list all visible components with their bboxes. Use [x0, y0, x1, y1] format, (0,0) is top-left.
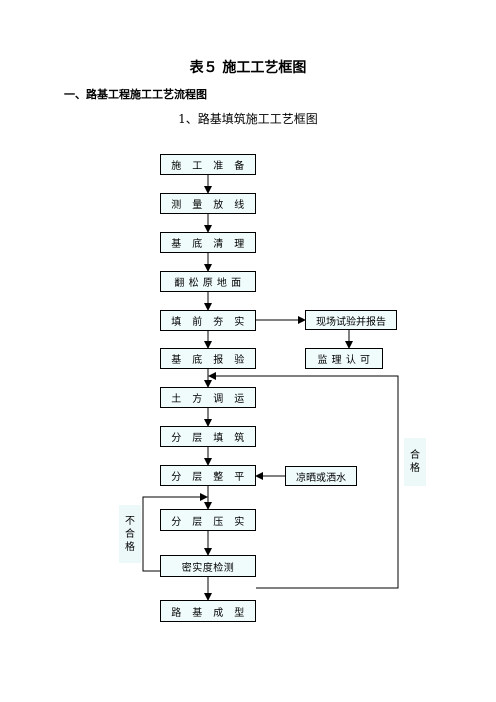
step-prepare: 施 工 准 备: [160, 154, 256, 175]
box-supervisor-approval: 监 理 认 可: [305, 348, 383, 369]
step-loosen-ground: 翻 松 原 地 面: [160, 271, 256, 292]
step-subgrade-formed: 路 基 成 型: [160, 600, 256, 622]
label-fail-char-3: 格: [125, 541, 135, 553]
step-pre-compact: 填 前 夯 实: [160, 310, 256, 331]
diagram-subtitle: 1、路基填筑施工工艺框图: [178, 112, 318, 126]
step-base-clear: 基 底 清 理: [160, 232, 256, 253]
label-pass: 合 格: [404, 438, 426, 486]
loop-fail: [142, 493, 208, 572]
box-test-report: 现场试验并报告: [305, 310, 397, 330]
step-layer-fill: 分 层 填 筑: [160, 426, 256, 447]
label-pass-char-1: 合: [410, 450, 420, 461]
section-heading: 一、路基工程施工工艺流程图: [64, 88, 207, 101]
step-layer-compact: 分 层 压 实: [160, 509, 256, 531]
box-dry-or-water: 凉晒或洒水: [285, 466, 357, 486]
step-base-inspection: 基 底 报 验: [160, 348, 256, 369]
step-layer-level: 分 层 整 平: [160, 465, 256, 486]
label-fail-char-2: 合: [125, 528, 135, 540]
loop-pass: [208, 372, 399, 589]
label-fail: 不 合 格: [119, 505, 141, 563]
label-fail-char-1: 不: [125, 515, 135, 527]
page-title: 表５ 施工工艺框图: [189, 60, 307, 76]
step-survey: 测 量 放 线: [160, 193, 256, 214]
step-earth-transport: 土 方 调 运: [160, 387, 256, 408]
label-pass-char-2: 格: [410, 463, 420, 474]
step-density-test: 密实度检测: [160, 555, 256, 577]
